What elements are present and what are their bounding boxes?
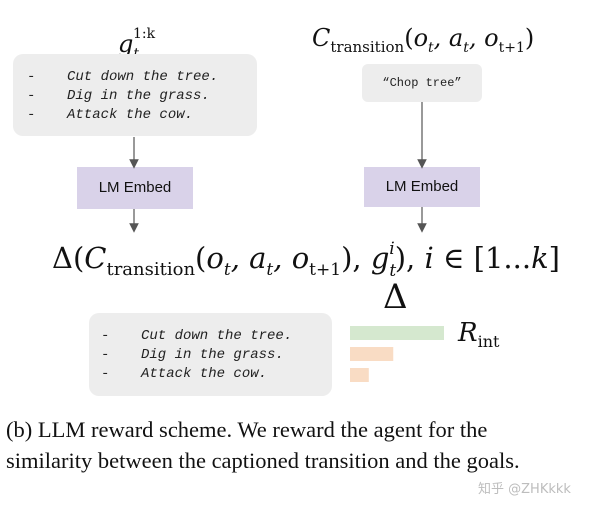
similarity-bar: [350, 347, 394, 361]
similarity-formula: Δ(Ctransition(ot, at, ot+1), gti), i ∈ […: [52, 239, 560, 281]
intrinsic-reward-label: Rint: [458, 318, 500, 352]
goal-list-bottom: -Cut down the tree. -Dig in the grass. -…: [89, 313, 332, 396]
transition-caption-chip: “Chop tree”: [362, 64, 482, 102]
similarity-bar: [350, 326, 444, 340]
goal-item: -Attack the cow.: [27, 107, 194, 123]
watermark: 知乎 @ZHKkkk: [478, 482, 571, 497]
similarity-bar: [350, 368, 369, 382]
goal-item: -Dig in the grass.: [27, 88, 210, 104]
lm-embed-box-left: LM Embed: [77, 167, 193, 209]
transition-caption-label: Ctransition(ot, at, ot+1): [312, 24, 535, 56]
goal-item: -Cut down the tree.: [27, 69, 219, 85]
lm-embed-box-right: LM Embed: [364, 167, 480, 207]
goal-item: -Cut down the tree.: [101, 328, 293, 344]
goal-list-top: -Cut down the tree. -Dig in the grass. -…: [13, 54, 257, 136]
figure-caption: (b) LLM reward scheme. We reward the age…: [6, 417, 520, 473]
similarity-bars: [350, 326, 444, 382]
goal-item: -Dig in the grass.: [101, 347, 284, 363]
goal-item: -Attack the cow.: [101, 366, 268, 382]
delta-symbol: Δ: [383, 277, 408, 317]
